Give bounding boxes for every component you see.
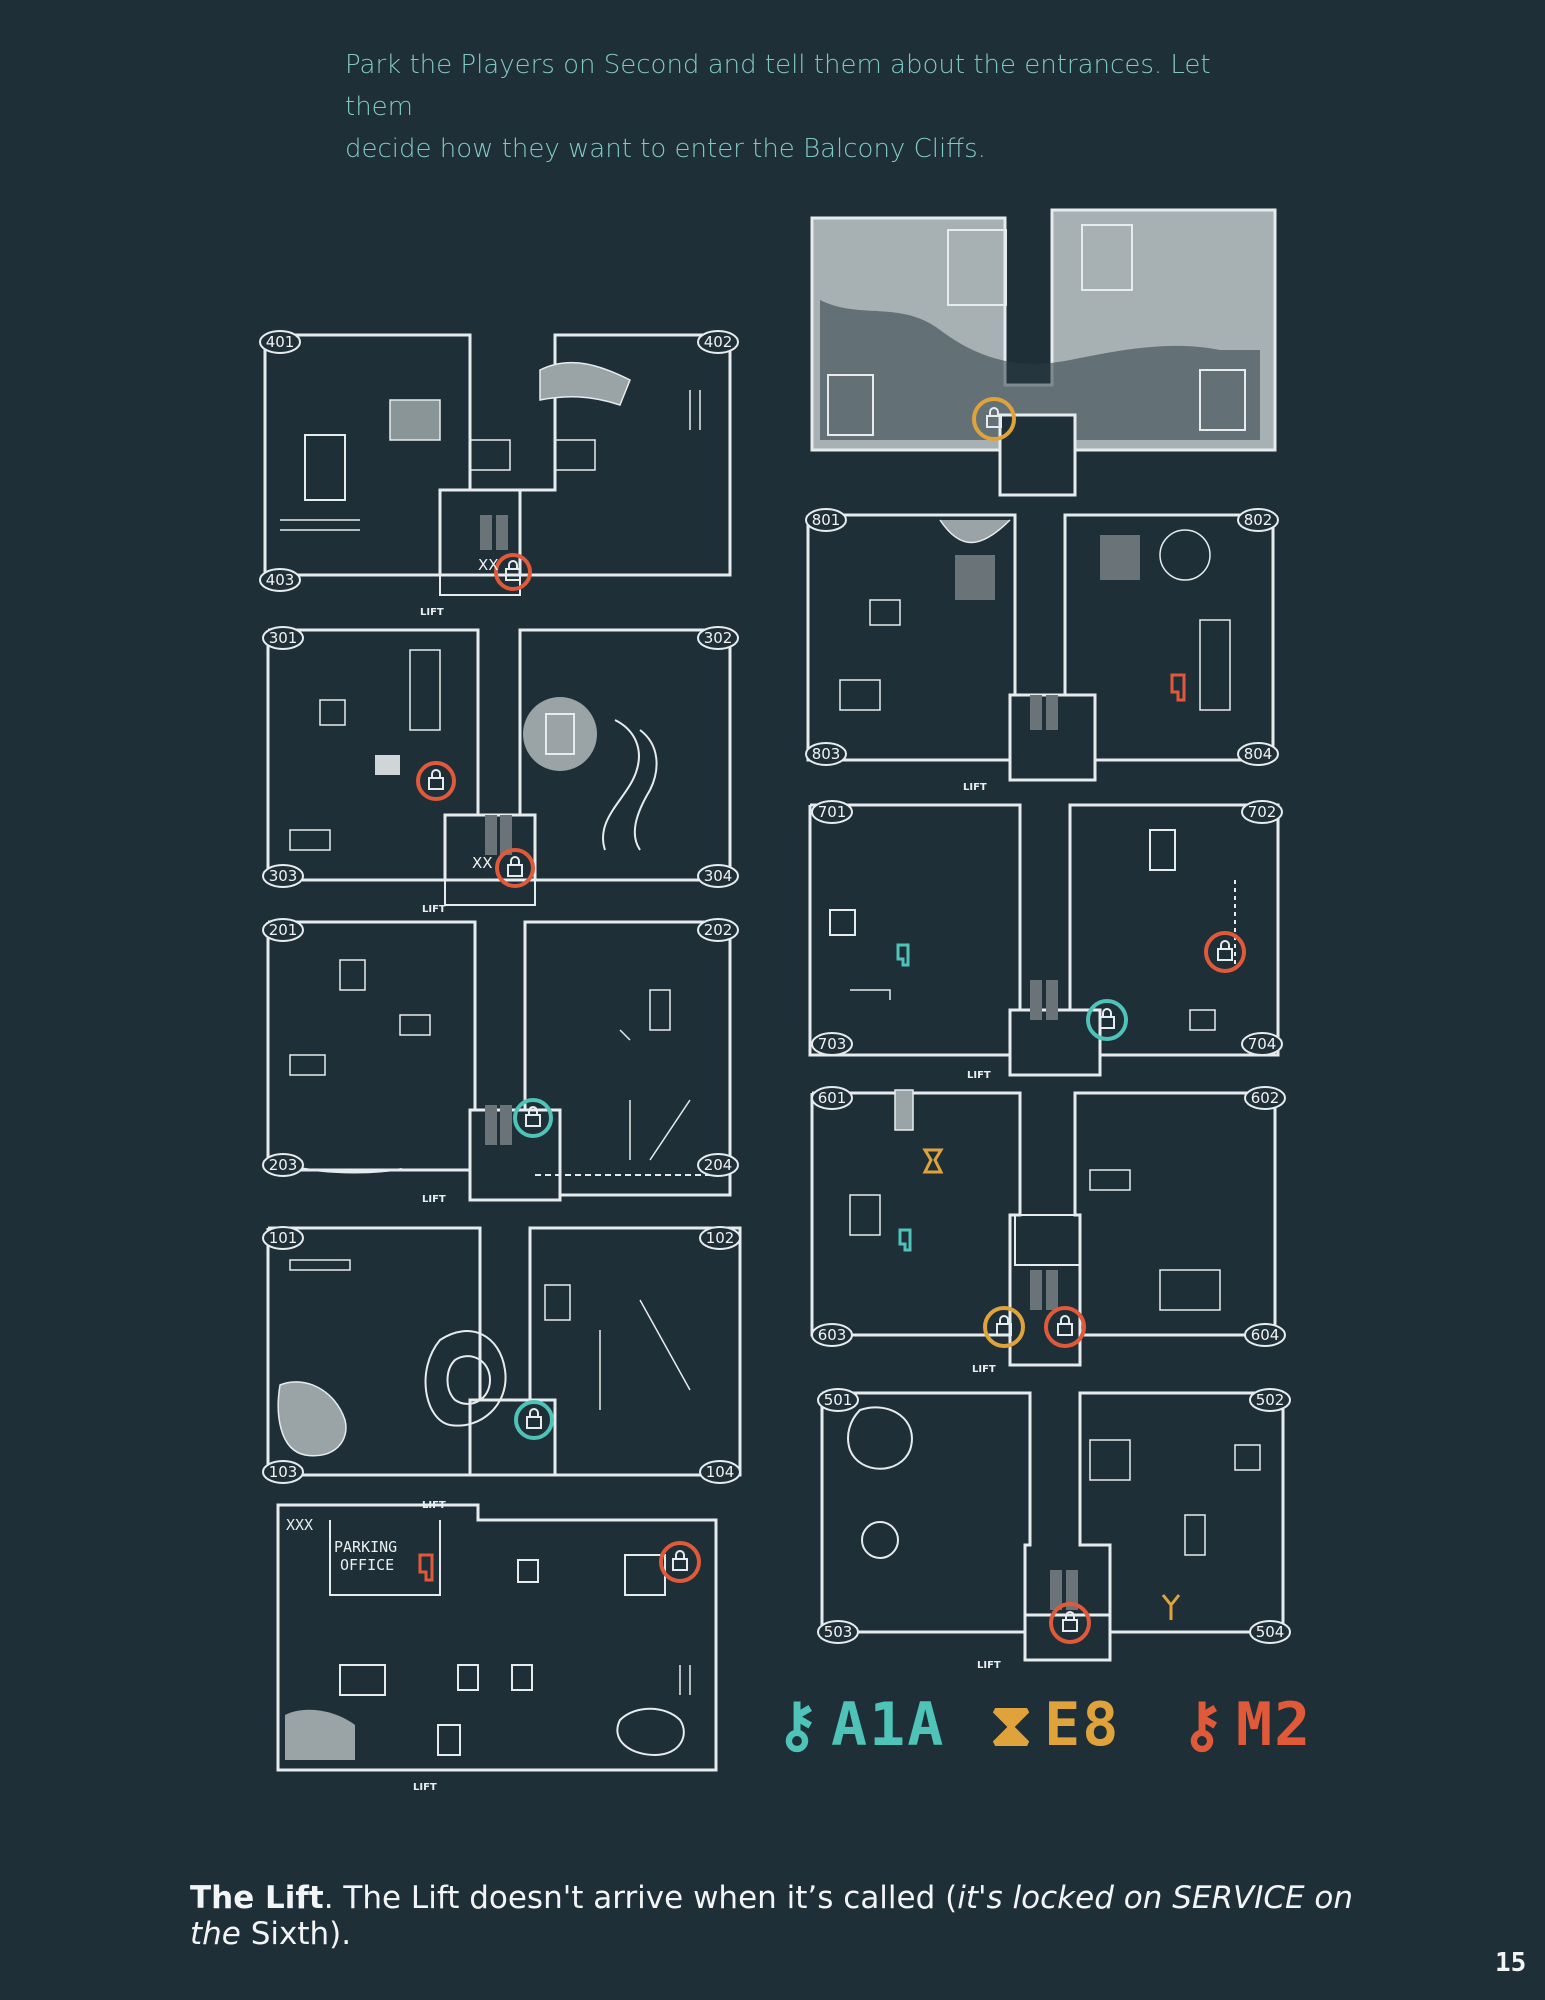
svg-text:801: 801 [812, 511, 841, 529]
floor-3-map [266, 628, 732, 906]
key-icon [418, 1553, 434, 1582]
parking-label-1: PARKING [334, 1538, 397, 1556]
floor-4-map [263, 333, 732, 596]
floor-7-map [808, 803, 1280, 1077]
lift-note-italic: it's locked on SERVICE on the [190, 1880, 1354, 1952]
keycode-orange-text: M2 [1235, 1690, 1313, 1760]
floor-5-map [820, 1391, 1285, 1662]
floor-2-map [266, 920, 732, 1202]
svg-text:LIFT: LIFT [422, 1500, 446, 1511]
keycode-orange: ⚷M2 [1180, 1690, 1312, 1760]
lift-note: The Lift. The Lift doesn't arrive when i… [190, 1880, 1390, 1952]
floor-6-map [810, 1089, 1277, 1367]
keycode-teal-text: A1A [830, 1690, 946, 1760]
svg-text:704: 704 [1248, 1035, 1277, 1053]
room-badges: 401 402 403 301 302 303 304 201 202 203 … [259, 330, 1291, 1644]
svg-text:401: 401 [266, 333, 295, 351]
parking-label-2: OFFICE [340, 1556, 394, 1574]
intro-text: Park the Players on Second and tell them… [345, 44, 1245, 170]
lift-note-text-2: Sixth). [240, 1916, 352, 1952]
svg-text:702: 702 [1248, 803, 1277, 821]
keycode-legend: ⚷A1A ⧗E8 ⚷M2 [775, 1690, 1345, 1780]
svg-text:502: 502 [1256, 1391, 1285, 1409]
cross-marks: XX [478, 556, 499, 574]
lock-marker-orange [494, 553, 532, 591]
lift-note-text-1: . The Lift doesn't arrive when it’s call… [323, 1880, 958, 1916]
svg-text:301: 301 [269, 629, 298, 647]
svg-text:604: 604 [1251, 1326, 1280, 1344]
svg-text:403: 403 [266, 571, 295, 589]
svg-text:703: 703 [818, 1035, 847, 1053]
hourglass-icon: ⧗ [990, 1690, 1035, 1760]
intro-line-1: Park the Players on Second and tell them… [345, 50, 1211, 122]
roof-map [810, 208, 1277, 497]
floor-1-map [266, 1226, 742, 1477]
key-icon: ⚷ [1180, 1690, 1226, 1760]
svg-text:LIFT: LIFT [420, 607, 444, 618]
svg-text:101: 101 [269, 1229, 298, 1247]
floor-8-map [806, 513, 1275, 782]
svg-text:104: 104 [706, 1463, 735, 1481]
svg-text:302: 302 [704, 629, 733, 647]
svg-text:102: 102 [706, 1229, 735, 1247]
svg-text:701: 701 [818, 803, 847, 821]
svg-text:203: 203 [269, 1156, 298, 1174]
lock-icon [505, 560, 521, 581]
svg-text:LIFT: LIFT [977, 1660, 1001, 1671]
lift-note-title: The Lift [190, 1880, 324, 1916]
svg-text:LIFT: LIFT [413, 1782, 437, 1793]
svg-text:LIFT: LIFT [967, 1070, 991, 1081]
svg-text:804: 804 [1244, 745, 1273, 763]
svg-text:204: 204 [704, 1156, 733, 1174]
svg-text:103: 103 [269, 1463, 298, 1481]
svg-text:304: 304 [704, 867, 733, 885]
svg-text:LIFT: LIFT [422, 1194, 446, 1205]
lift-markers: LIFT LIFT LIFT LIFT LIFT LIFT LIFT LIFT … [413, 607, 1001, 1793]
svg-text:LIFT: LIFT [972, 1364, 996, 1375]
parking-marks: XXX [286, 1516, 313, 1534]
keycode-teal: ⚷A1A [775, 1690, 945, 1760]
svg-text:802: 802 [1244, 511, 1273, 529]
svg-text:603: 603 [818, 1326, 847, 1344]
parking-level-map [276, 1503, 718, 1772]
intro-line-2: decide how they want to enter the Balcon… [345, 134, 986, 164]
svg-text:402: 402 [704, 333, 733, 351]
svg-text:303: 303 [269, 867, 298, 885]
svg-text:501: 501 [824, 1391, 853, 1409]
svg-text:LIFT: LIFT [963, 782, 987, 793]
svg-text:201: 201 [269, 921, 298, 939]
svg-text:803: 803 [812, 745, 841, 763]
page-number: 15 [1495, 1948, 1527, 1978]
svg-text:601: 601 [818, 1089, 847, 1107]
key-icon: ⚷ [775, 1690, 821, 1760]
svg-text:602: 602 [1251, 1089, 1280, 1107]
svg-text:202: 202 [704, 921, 733, 939]
svg-text:LIFT: LIFT [422, 904, 446, 915]
svg-text:503: 503 [824, 1623, 853, 1641]
svg-text:504: 504 [1256, 1623, 1285, 1641]
keycode-gold: ⧗E8 [990, 1690, 1120, 1760]
svg-text:XX: XX [472, 854, 493, 872]
keycode-gold-text: E8 [1044, 1690, 1121, 1760]
